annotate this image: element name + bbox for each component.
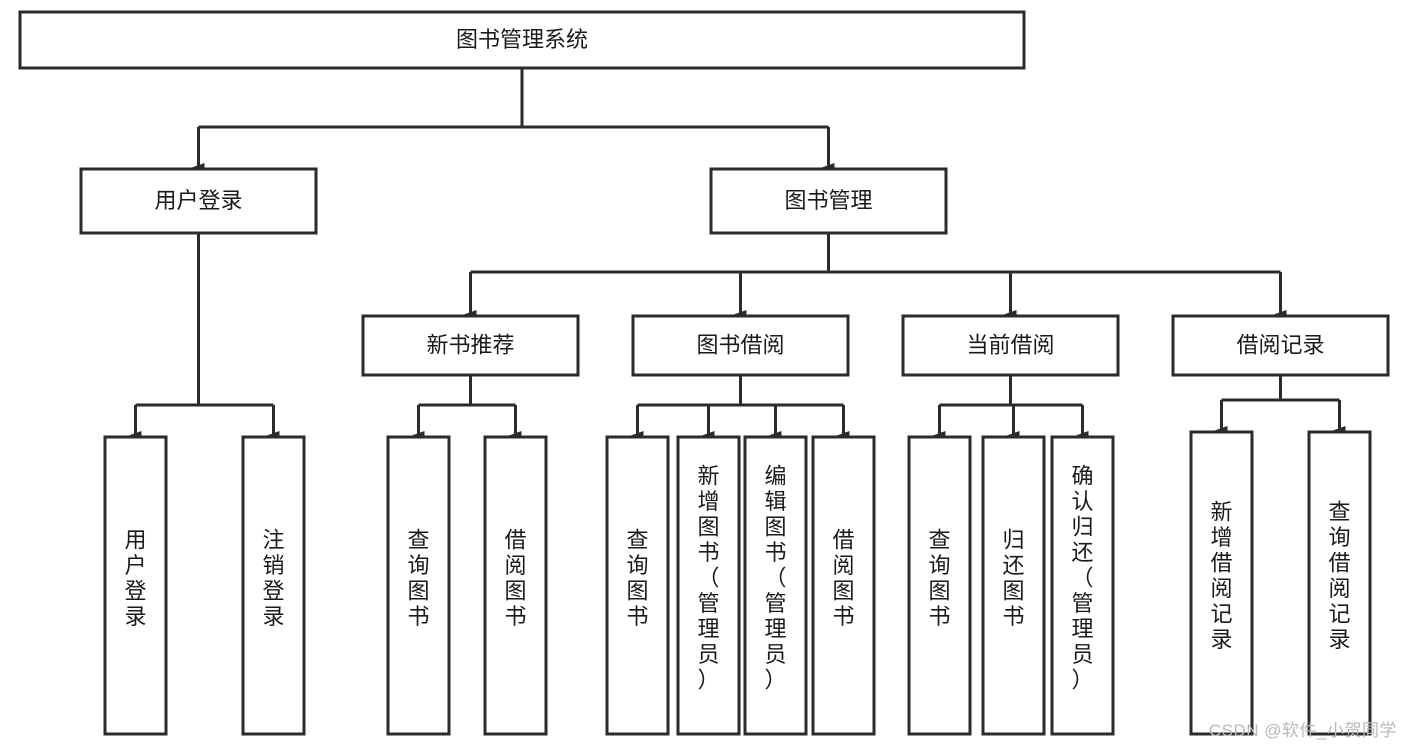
node-label-borrow-record: 借阅记录 — [1236, 332, 1324, 357]
node-label-book-borrow: 图书借阅 — [696, 332, 784, 357]
node-leaf-query-book-rec: 查询图书 — [386, 435, 451, 736]
node-box-leaf-confirm-return-admin — [1050, 435, 1115, 736]
node-box-leaf-user-login — [103, 435, 168, 736]
node-box-borrow-record — [1171, 314, 1390, 377]
node-user-login: 用户登录 — [79, 167, 318, 235]
node-box-root — [18, 10, 1026, 70]
node-leaf-edit-book-admin: 编辑图书（管理员） — [743, 435, 808, 736]
node-box-leaf-add-borrow-record — [1189, 430, 1254, 736]
node-label-leaf-query-book-borrow: 查询图书 — [626, 527, 648, 629]
node-label-leaf-confirm-return-admin: 确认归还（管理员） — [1071, 464, 1093, 693]
node-label-leaf-borrow-book: 借阅图书 — [832, 527, 854, 629]
node-box-book-management — [709, 167, 948, 235]
node-label-current-borrow: 当前借阅 — [966, 332, 1054, 357]
node-root: 图书管理系统 — [18, 10, 1026, 70]
node-label-leaf-edit-book-admin: 编辑图书（管理员） — [764, 464, 786, 693]
node-leaf-return-book: 归还图书 — [981, 435, 1046, 736]
node-borrow-record: 借阅记录 — [1171, 314, 1390, 377]
node-book-management: 图书管理 — [709, 167, 948, 235]
node-label-leaf-borrow-book-rec: 借阅图书 — [504, 527, 526, 629]
node-label-root: 图书管理系统 — [456, 27, 588, 52]
node-current-borrow: 当前借阅 — [901, 314, 1120, 377]
node-label-leaf-add-borrow-record: 新增借阅记录 — [1210, 499, 1232, 652]
node-box-leaf-edit-book-admin — [743, 435, 808, 736]
node-new-book-recommend: 新书推荐 — [361, 314, 580, 377]
node-leaf-query-book-borrow: 查询图书 — [605, 435, 670, 736]
node-box-current-borrow — [901, 314, 1120, 377]
node-leaf-confirm-return-admin: 确认归还（管理员） — [1050, 435, 1115, 736]
node-leaf-add-book-admin: 新增图书（管理员） — [676, 435, 741, 736]
node-label-leaf-query-borrow-record: 查询借阅记录 — [1328, 499, 1350, 652]
node-label-leaf-add-book-admin: 新增图书（管理员） — [697, 464, 719, 693]
node-layer: 图书管理系统用户登录图书管理新书推荐图书借阅当前借阅借阅记录用户登录注销登录查询… — [18, 10, 1390, 736]
node-leaf-query-borrow-record: 查询借阅记录 — [1307, 430, 1372, 736]
node-leaf-query-book-current: 查询图书 — [907, 435, 972, 736]
node-box-leaf-user-logout — [241, 435, 306, 736]
node-label-leaf-user-login: 用户登录 — [124, 527, 146, 629]
node-box-leaf-add-book-admin — [676, 435, 741, 736]
connector-layer — [127, 68, 1346, 441]
node-label-book-management: 图书管理 — [784, 188, 872, 213]
node-label-leaf-return-book: 归还图书 — [1002, 527, 1024, 629]
node-leaf-add-borrow-record: 新增借阅记录 — [1189, 430, 1254, 736]
node-leaf-user-login: 用户登录 — [103, 435, 168, 736]
node-label-user-login: 用户登录 — [154, 188, 242, 213]
node-box-leaf-query-borrow-record — [1307, 430, 1372, 736]
node-label-leaf-user-logout: 注销登录 — [262, 527, 284, 629]
node-box-user-login — [79, 167, 318, 235]
node-book-borrow: 图书借阅 — [631, 314, 850, 377]
node-box-leaf-return-book — [981, 435, 1046, 736]
node-box-leaf-query-book-current — [907, 435, 972, 736]
node-box-leaf-borrow-book-rec — [483, 435, 548, 736]
node-box-leaf-query-book-borrow — [605, 435, 670, 736]
node-box-book-borrow — [631, 314, 850, 377]
node-label-leaf-query-book-current: 查询图书 — [928, 527, 950, 629]
node-label-new-book-recommend: 新书推荐 — [426, 332, 514, 357]
node-leaf-user-logout: 注销登录 — [241, 435, 306, 736]
node-box-new-book-recommend — [361, 314, 580, 377]
node-leaf-borrow-book: 借阅图书 — [811, 435, 876, 736]
node-leaf-borrow-book-rec: 借阅图书 — [483, 435, 548, 736]
node-box-leaf-borrow-book — [811, 435, 876, 736]
node-box-leaf-query-book-rec — [386, 435, 451, 736]
node-label-leaf-query-book-rec: 查询图书 — [407, 527, 429, 629]
